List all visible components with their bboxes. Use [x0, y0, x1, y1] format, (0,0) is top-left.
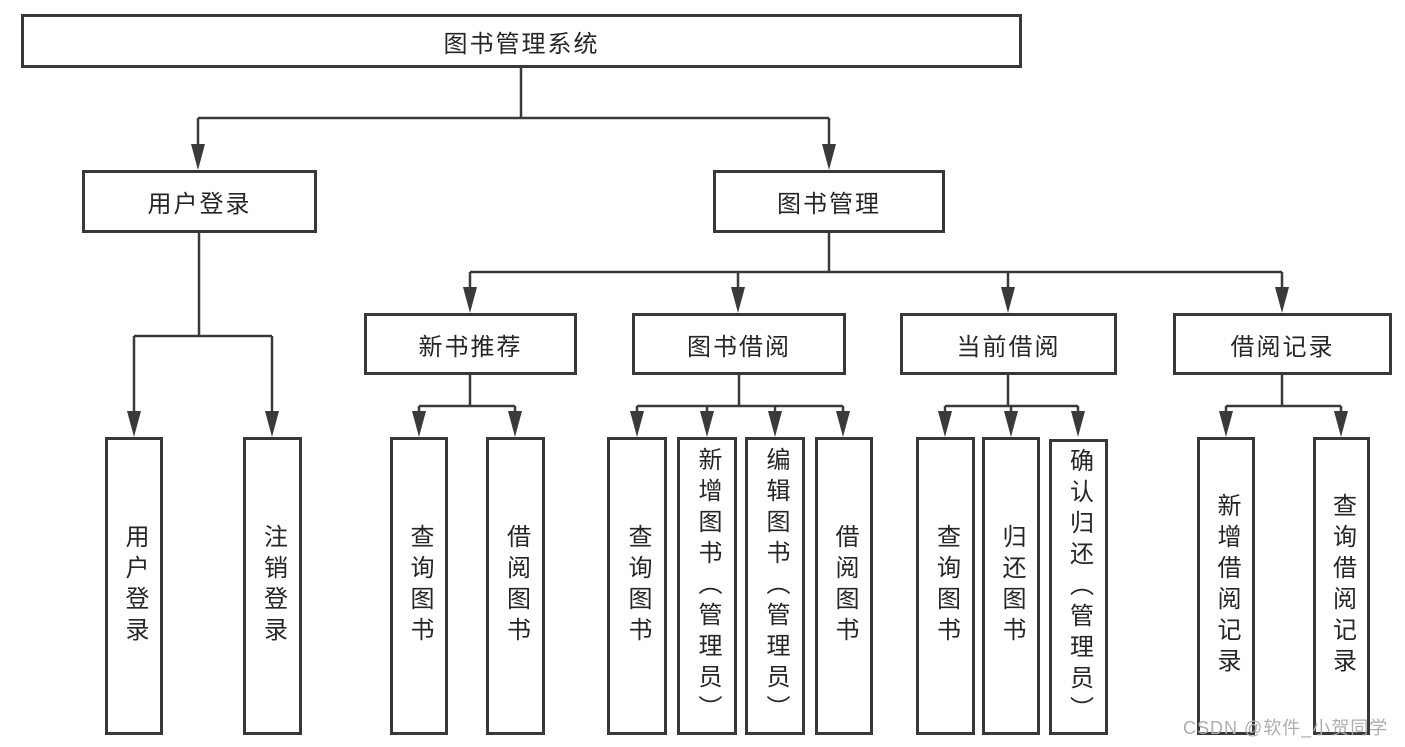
node-label: 确认归还（管理员）	[1065, 447, 1093, 727]
node-label: 查询借阅记录	[1328, 493, 1356, 679]
node-library-management-system: 图书管理系统	[21, 14, 1022, 68]
leaf-query-books-borrow: 查询图书	[607, 437, 667, 735]
node-label: 编辑图书（管理员）	[762, 446, 789, 726]
node-label: 新增借阅记录	[1213, 493, 1240, 679]
node-book-borrow: 图书借阅	[632, 313, 846, 375]
edge-newbook-to-leaves	[417, 375, 517, 413]
leaf-query-borrow-record: 查询借阅记录	[1313, 437, 1370, 735]
node-current-borrow: 当前借阅	[900, 313, 1117, 375]
leaf-query-books-recommend: 查询图书	[390, 437, 448, 735]
node-label: 查询图书	[406, 524, 433, 648]
node-label: 借阅图书	[502, 524, 530, 648]
node-label: 借阅记录	[1230, 333, 1335, 361]
node-borrow-records: 借阅记录	[1173, 313, 1392, 375]
node-label: 新书推荐	[418, 333, 523, 361]
edge-borrowrecord-to-leaves	[1224, 375, 1343, 413]
node-label: 用户登录	[121, 524, 148, 648]
leaf-query-books-current: 查询图书	[916, 437, 975, 735]
edge-bookmgmt-to-level3	[468, 233, 1284, 289]
leaf-confirm-return-admin: 确认归还（管理员）	[1049, 439, 1108, 735]
edge-currentborrow-to-leaves	[943, 375, 1080, 413]
edge-userlogin-to-leaves	[132, 233, 274, 413]
node-label: 查询图书	[624, 524, 651, 648]
node-new-book-recommend: 新书推荐	[364, 313, 577, 375]
leaf-add-book-admin: 新增图书（管理员）	[677, 437, 737, 735]
leaf-add-borrow-record: 新增借阅记录	[1197, 437, 1255, 735]
leaf-borrow-books-recommend: 借阅图书	[486, 437, 545, 735]
leaf-user-login: 用户登录	[105, 437, 163, 735]
node-label: 当前借阅	[956, 333, 1061, 361]
node-label: 查询图书	[932, 524, 960, 648]
node-label: 用户登录	[147, 191, 252, 218]
node-label: 借阅图书	[831, 524, 858, 648]
node-label: 注销登录	[259, 524, 287, 648]
leaf-logout: 注销登录	[243, 437, 302, 735]
node-label: 新增图书（管理员）	[694, 446, 721, 726]
node-user-login: 用户登录	[82, 170, 317, 233]
leaf-return-book: 归还图书	[982, 437, 1040, 735]
node-label: 图书管理系统	[443, 30, 600, 58]
leaf-edit-book-admin: 编辑图书（管理员）	[745, 437, 805, 735]
edge-root-to-level2	[196, 68, 831, 146]
node-label: 归还图书	[998, 524, 1025, 648]
leaf-borrow-books: 借阅图书	[815, 437, 873, 735]
node-label: 图书借阅	[687, 333, 791, 361]
csdn-watermark: CSDN @软件_小贺同学	[1183, 718, 1389, 738]
node-book-management: 图书管理	[713, 170, 945, 233]
node-label: 图书管理	[777, 191, 881, 218]
edge-bookborrow-to-leaves	[635, 375, 845, 413]
